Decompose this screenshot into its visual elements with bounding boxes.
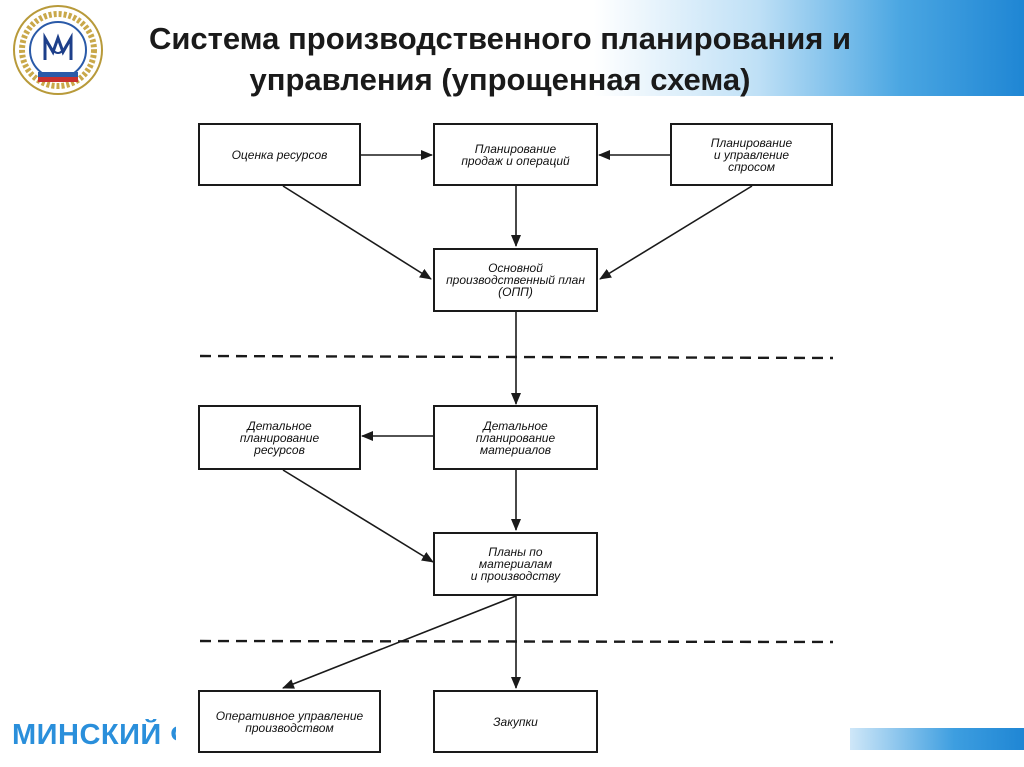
node-purchasing: Закупки [433, 690, 598, 753]
title-line-2: управления (упрощенная схема) [249, 62, 751, 97]
footer-brand-text: МИНСКИЙ Ф [12, 719, 176, 751]
university-emblem-icon [13, 5, 103, 95]
node-master-plan: Основной производственный план (ОПП) [433, 248, 598, 312]
node-sales-ops-planning: Планирование продаж и операций [433, 123, 598, 186]
node-detailed-resource-planning: Детальное планирование ресурсов [198, 405, 361, 470]
node-material-production-plans: Планы по материалам и производству [433, 532, 598, 596]
node-resource-assessment: Оценка ресурсов [198, 123, 361, 186]
title-line-1: Система производственного планирования и [148, 21, 852, 56]
divider-line-upper [199, 354, 834, 360]
header-band [0, 0, 1024, 96]
node-demand-planning: Планирование и управление спросом [670, 123, 833, 186]
arrow-resources-to-master [282, 185, 432, 280]
footer-accent-bar [850, 728, 1024, 750]
arrow-resources-to-plans [282, 469, 434, 563]
arrow-demand-to-master [599, 185, 753, 280]
page-title: Система производственного планирования и… [110, 18, 890, 100]
node-operational-management: Оперативное управление производством [198, 690, 381, 753]
divider-line-lower [199, 639, 834, 644]
node-detailed-material-planning: Детальное планирование материалов [433, 405, 598, 470]
